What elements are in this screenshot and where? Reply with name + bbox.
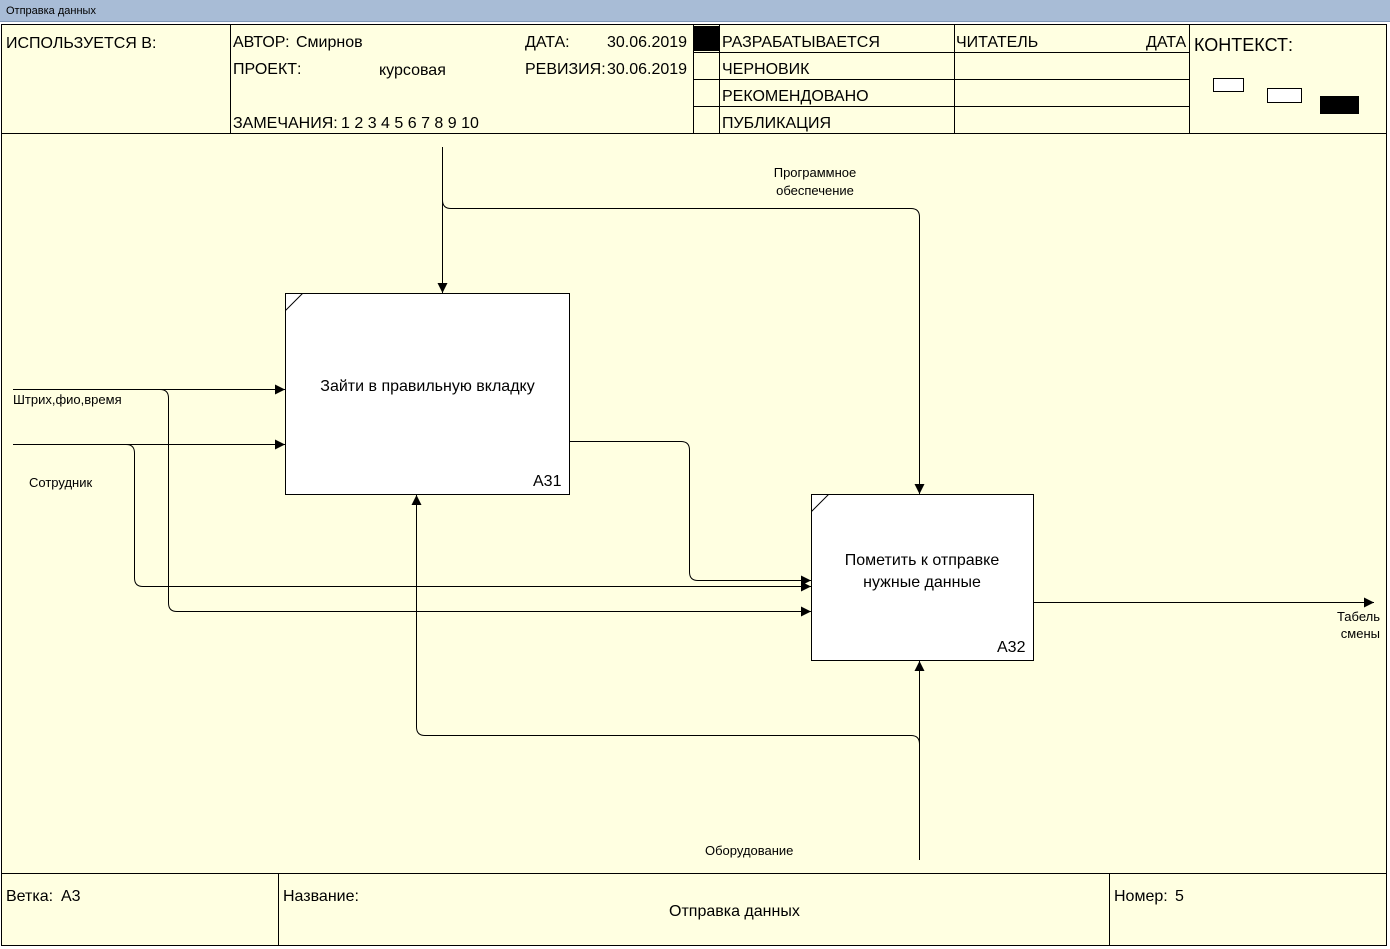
author-label: АВТОР:: [233, 34, 290, 51]
status-draft: ЧЕРНОВИК: [722, 61, 810, 78]
activity-a31-number: A31: [533, 473, 562, 490]
label-output-timesheet: Табель смены: [1336, 609, 1380, 641]
label-control-software: Программное обеспечение: [773, 165, 857, 198]
box-corner-mark: [811, 494, 829, 512]
status-selected-marker: [694, 26, 719, 51]
context-box-current: [1320, 96, 1359, 114]
mechanism-arrow-to-a31[interactable]: [411, 495, 920, 745]
date-label: ДАТА:: [525, 34, 570, 51]
node-label: Ветка:: [6, 888, 54, 905]
activity-a31-name: Зайти в правильную вкладку: [320, 378, 535, 395]
idef0-frame: ИСПОЛЬЗУЕТСЯ В: АВТОР: Смирнов ПРОЕКТ: к…: [1, 24, 1387, 946]
notes-value: 1 2 3 4 5 6 7 8 9 10: [341, 115, 479, 132]
context-label: КОНТЕКСТ:: [1194, 35, 1293, 55]
used-in-label: ИСПОЛЬЗУЕТСЯ В:: [6, 35, 157, 52]
activity-box-a31[interactable]: [285, 293, 570, 495]
number-value: 5: [1175, 888, 1184, 905]
notes-label: ЗАМЕЧАНИЯ:: [233, 115, 338, 132]
context-box: [1213, 78, 1244, 92]
window-title-bar: Отправка данных: [0, 0, 1390, 22]
status-recommended: РЕКОМЕНДОВАНО: [722, 88, 869, 105]
status-working: РАЗРАБАТЫВАЕТСЯ: [722, 34, 880, 51]
header-bottom-border: [2, 133, 1386, 134]
context-box: [1267, 88, 1302, 103]
revision-value: 30.06.2019: [607, 61, 688, 78]
reader-date-label: ДАТА: [1146, 34, 1187, 51]
footer-divider: [278, 873, 279, 945]
status-row-divider: [693, 106, 1189, 107]
label-input-employee: Сотрудник: [29, 475, 93, 490]
control-arrow-to-a32[interactable]: [442, 199, 925, 494]
activity-box-a32[interactable]: [811, 494, 1034, 661]
activity-a32-number: A32: [997, 639, 1026, 656]
author-value: Смирнов: [296, 34, 363, 51]
reader-label: ЧИТАТЕЛЬ: [956, 34, 1039, 51]
status-publication: ПУБЛИКАЦИЯ: [722, 115, 832, 132]
status-row-divider: [693, 52, 1189, 53]
label-input-barcode: Штрих,фио,время: [13, 392, 122, 407]
project-label: ПРОЕКТ:: [233, 61, 302, 78]
revision-label: РЕВИЗИЯ:: [525, 61, 606, 78]
footer-top-border: [2, 873, 1386, 874]
date-value: 30.06.2019: [607, 34, 688, 51]
header-divider: [230, 25, 231, 133]
a31-output-arrow[interactable]: [570, 441, 811, 586]
number-label: Номер:: [1114, 888, 1168, 905]
status-row-divider: [693, 79, 1189, 80]
window-title: Отправка данных: [6, 5, 96, 17]
name-label: Название:: [283, 888, 359, 905]
box-corner-mark: [285, 293, 303, 311]
node-value: A3: [61, 888, 81, 905]
project-value: курсовая: [379, 62, 446, 79]
label-mechanism-equipment: Оборудование: [705, 843, 794, 858]
input-arrow-to-a32[interactable]: [159, 389, 811, 617]
header-divider: [1189, 25, 1190, 133]
footer-divider: [1109, 873, 1110, 945]
diagram-name: Отправка данных: [669, 903, 800, 920]
activity-a32-name: Пометить к отправке нужные данные: [844, 552, 1000, 591]
input-arrow-to-a32[interactable]: [125, 444, 811, 592]
